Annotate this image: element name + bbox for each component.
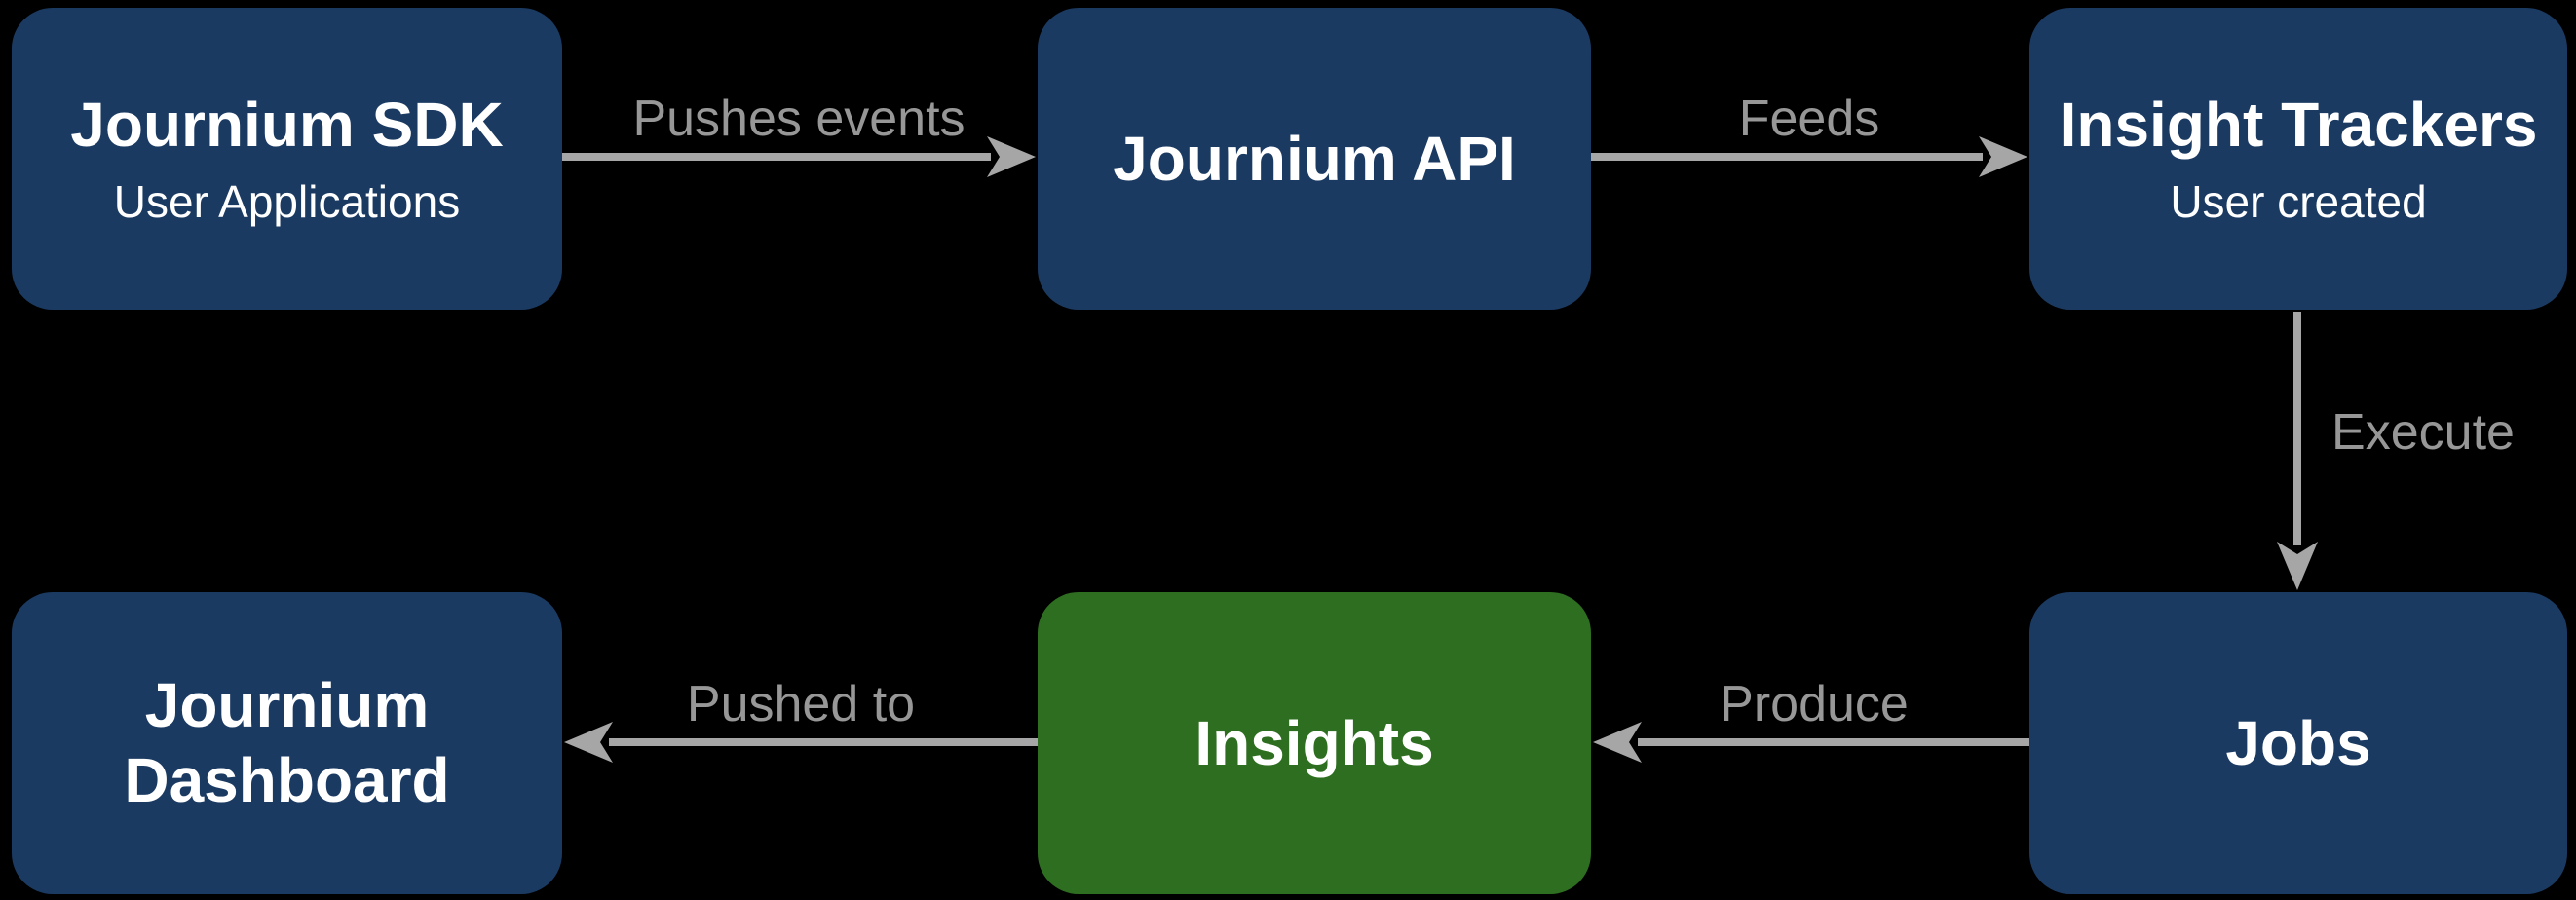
node-title: Journium SDK (70, 89, 504, 160)
node-insights: Insights (1038, 592, 1591, 894)
node-jobs: Jobs (2029, 592, 2567, 894)
node-title: Jobs (2225, 707, 2371, 778)
node-title: Insights (1194, 707, 1434, 778)
node-title: Journium API (1113, 123, 1516, 194)
node-journium-dashboard: Journium Dashboard (12, 592, 562, 894)
edge-label-execute: Execute (2331, 404, 2515, 461)
edge-label-feeds: Feeds (1738, 91, 1880, 147)
edge-label-pushed-to: Pushed to (686, 676, 916, 732)
edge-label-produce: Produce (1720, 676, 1909, 732)
node-journium-api: Journium API (1038, 8, 1591, 310)
node-insight-trackers: Insight Trackers User created (2029, 8, 2567, 310)
node-title: Journium Dashboard (124, 670, 450, 815)
node-journium-sdk: Journium SDK User Applications (12, 8, 562, 310)
node-subtitle: User Applications (113, 175, 461, 227)
node-title: Insight Trackers (2059, 89, 2538, 160)
edge-label-pushes-events: Pushes events (632, 91, 966, 147)
node-subtitle: User created (2170, 175, 2427, 227)
